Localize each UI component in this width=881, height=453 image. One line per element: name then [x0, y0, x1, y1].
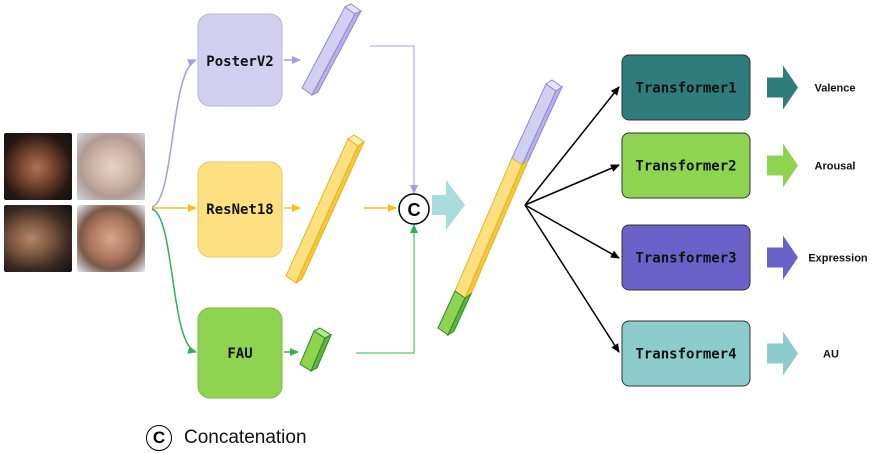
concat-output-arrow [432, 180, 465, 230]
face-image-2 [77, 133, 145, 200]
concatenation-symbol: C [408, 200, 421, 220]
resnet18-box [197, 161, 283, 258]
transformer-heads: Transformer1Transformer2Transformer3Tran… [621, 54, 751, 387]
face-image-4 [77, 205, 145, 272]
output-label-2: Arousal [815, 161, 856, 173]
output-arrow-2 [767, 143, 798, 188]
legend-concat-label: Concatenation [184, 427, 307, 448]
fau-label: FAU [227, 346, 252, 362]
face-image-3 [4, 205, 72, 272]
poster-to-concat-line [370, 45, 418, 194]
output-label-3: Expression [808, 253, 868, 265]
face-image-1 [4, 133, 72, 200]
fau-to-concat-line [356, 224, 418, 354]
branch-arrow-poster [151, 59, 197, 208]
fanout-arrow-2 [524, 164, 620, 206]
output-arrow-4 [767, 331, 798, 376]
output-arrow-1 [767, 65, 798, 110]
posterv2-feature-vector [301, 3, 363, 97]
transformer-label-1: Transformer1 [635, 81, 736, 97]
resnet18-label: ResNet18 [206, 202, 273, 218]
combined-feature-vector [437, 79, 564, 337]
transformer-box-1 [621, 54, 751, 121]
resnet18-feature-vector [285, 134, 366, 285]
branch-arrow-fau [151, 208, 197, 354]
legend-concat-symbol: C [146, 425, 172, 451]
output-arrow-3 [767, 235, 798, 280]
posterv2-box [197, 13, 283, 107]
legend: C Concatenation [146, 423, 307, 453]
fanout-arrow-4 [524, 204, 620, 353]
output-label-4: AU [823, 349, 839, 361]
posterv2-label: PosterV2 [206, 54, 273, 70]
input-face-images [4, 133, 146, 273]
transformer-label-3: Transformer3 [635, 251, 736, 267]
transformer-label-4: Transformer4 [635, 347, 736, 363]
transformer-box-4 [621, 320, 751, 387]
transformer-box-3 [621, 224, 751, 291]
transformer-label-2: Transformer2 [635, 159, 736, 175]
fanout-arrow-3 [524, 204, 620, 259]
concatenation-node [398, 193, 430, 225]
fau-feature-vector [299, 327, 333, 373]
fanout-arrow-1 [524, 86, 620, 206]
output-label-1: Valence [815, 83, 856, 95]
fau-box [197, 307, 283, 399]
transformer-box-2 [621, 132, 751, 199]
